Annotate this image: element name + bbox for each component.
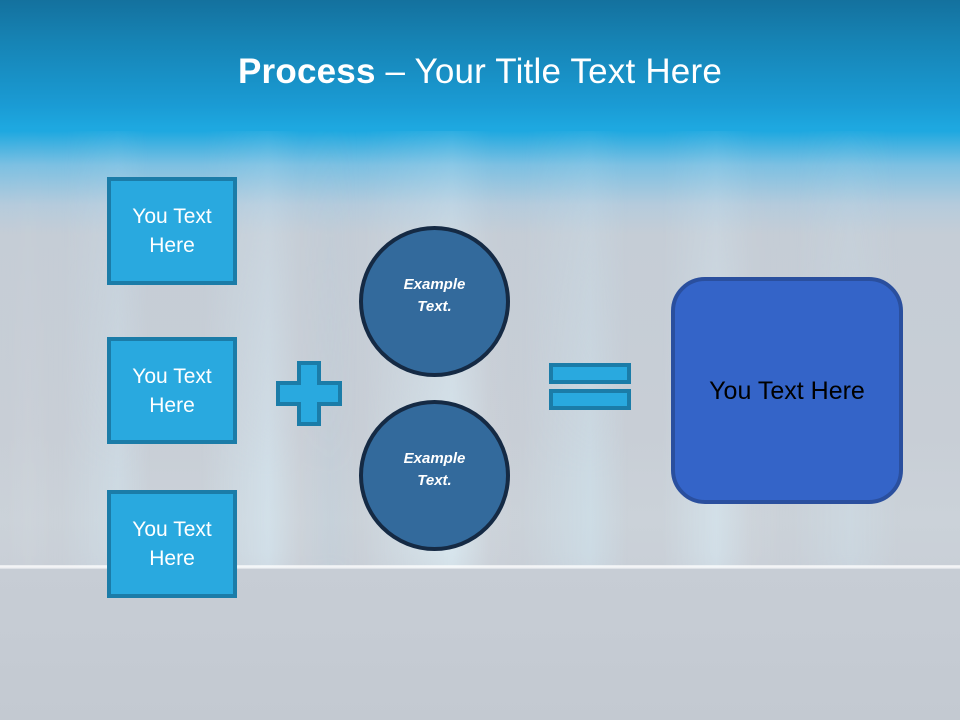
example-circle-1-line1: Example <box>403 275 466 293</box>
example-circle-1-line2: Text. <box>417 297 452 315</box>
slide-title: Process – Your Title Text Here <box>0 50 960 94</box>
equals-icon-bar-bottom <box>549 389 631 410</box>
input-box-2-line2: Here <box>149 393 195 417</box>
slide-title-strong: Process <box>238 52 376 91</box>
slide-title-light: – Your Title Text Here <box>375 52 722 91</box>
background-horizon-line <box>0 565 960 569</box>
plus-icon <box>276 361 342 426</box>
equals-icon <box>549 363 631 410</box>
input-box-3-line2: Here <box>149 547 195 570</box>
input-box-1-line1: You Text <box>132 205 212 228</box>
result-box-label: You Text Here <box>709 376 865 405</box>
example-circle-2-line1: Example <box>403 449 466 467</box>
input-box-1-line2: Here <box>149 234 195 257</box>
input-box-2-line1: You Text <box>132 364 212 388</box>
input-box-3-line1: You Text <box>132 518 212 541</box>
equals-icon-bar-top <box>549 363 631 384</box>
result-box[interactable]: You Text Here <box>671 277 903 504</box>
example-circle-2-line2: Text. <box>417 471 452 489</box>
